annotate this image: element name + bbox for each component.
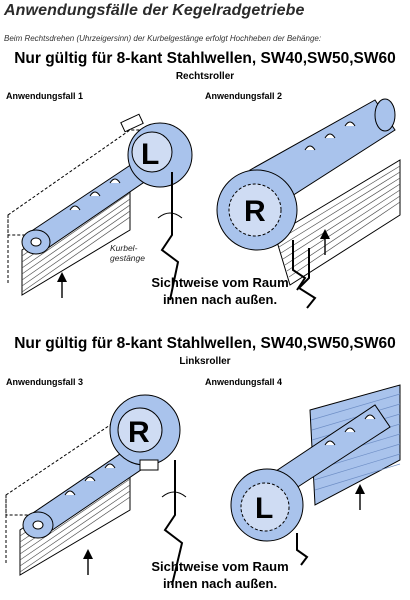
up-arrow-icon xyxy=(355,484,365,510)
crank-rod xyxy=(296,533,309,566)
crank-rod xyxy=(161,460,187,586)
up-arrow-icon xyxy=(57,272,67,298)
gear-housing: L xyxy=(230,468,304,542)
label-anwendungsfall-2: Anwendungsfall 2 xyxy=(205,91,283,101)
label-anwendungsfall-3: Anwendungsfall 3 xyxy=(6,377,84,387)
view-note-2: Sichtweise vom Raum innen nach außen. xyxy=(151,559,289,591)
gear-housing: L xyxy=(120,113,193,188)
gear-housing: R xyxy=(216,169,298,251)
diagram-anwendungsfall-1: L xyxy=(7,113,193,301)
crank-handle-1 xyxy=(297,248,317,309)
label-linksroller: Linksroller xyxy=(179,356,231,367)
up-arrow-icon xyxy=(320,229,330,255)
diagram-anwendungsfall-3: R xyxy=(5,394,187,586)
diagram-anwendungsfall-2: R xyxy=(216,98,401,291)
view-note-1: Sichtweise vom Raum innen nach außen. xyxy=(151,275,289,307)
shaft xyxy=(21,151,163,255)
roller-curtain xyxy=(274,159,401,286)
headline-linksroller: Nur gültig für 8-kant Stahlwellen, SW40,… xyxy=(14,335,396,352)
page-title: Anwendungsfälle der Kegelradgetriebe xyxy=(4,2,305,19)
crank-rod xyxy=(292,240,307,291)
gear-letter: L xyxy=(255,492,273,525)
headline-rechtsroller: Nur gültig für 8-kant Stahlwellen, SW40,… xyxy=(14,50,396,67)
label-rechtsroller: Rechtsroller xyxy=(175,71,235,82)
label-anwendungsfall-1: Anwendungsfall 1 xyxy=(6,91,84,101)
window-frame xyxy=(5,414,151,565)
kurbel-label: Kurbel- gestänge xyxy=(110,243,145,263)
gear-letter: R xyxy=(244,195,266,228)
up-arrow-icon xyxy=(83,549,93,575)
gear-letter: R xyxy=(128,416,150,449)
crank-rod xyxy=(157,172,183,301)
label-anwendungsfall-4: Anwendungsfall 4 xyxy=(205,377,283,387)
diagram-anwendungsfall-4: L xyxy=(230,384,401,566)
gear-letter: L xyxy=(141,138,159,171)
gear-housing: R xyxy=(109,394,181,471)
page-subtitle: Beim Rechtsdrehen (Uhrzeigersinn) der Ku… xyxy=(4,34,322,43)
